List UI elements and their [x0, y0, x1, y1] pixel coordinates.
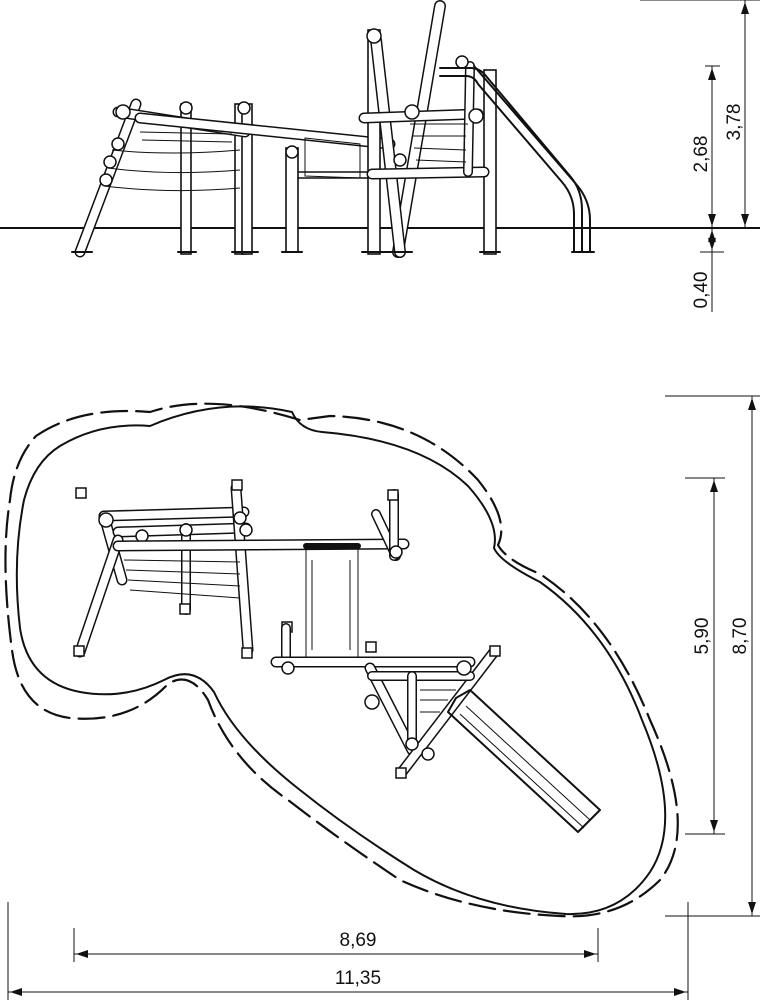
plan-view: 5,90 8,70 8,69 11,35 — [4, 395, 760, 1000]
plan-dimensions: 5,90 8,70 8,69 11,35 — [7, 395, 760, 1000]
elevation-dimensions: 3,78 2,68 0,40 — [640, 0, 760, 312]
dim-label-378: 3,78 — [724, 104, 745, 141]
dim-label-870: 8,70 — [730, 618, 751, 655]
dim-label-040: 0,40 — [691, 272, 712, 309]
surface-boundary — [15, 405, 667, 916]
dim-label-268: 2,68 — [691, 136, 712, 173]
plan-bridge — [112, 489, 410, 665]
plan-left-frame — [73, 479, 254, 659]
slide — [439, 65, 595, 253]
plan-tower — [270, 641, 501, 779]
safety-zone-outer — [4, 402, 679, 918]
dim-label-590: 5,90 — [692, 618, 713, 655]
right-tower — [358, 0, 501, 258]
bridge — [134, 112, 396, 253]
dim-label-869: 8,69 — [340, 930, 377, 951]
dim-label-1135: 11,35 — [335, 968, 381, 989]
plan-slide — [447, 689, 601, 833]
elevation-view: 3,78 2,68 0,40 — [0, 0, 760, 312]
